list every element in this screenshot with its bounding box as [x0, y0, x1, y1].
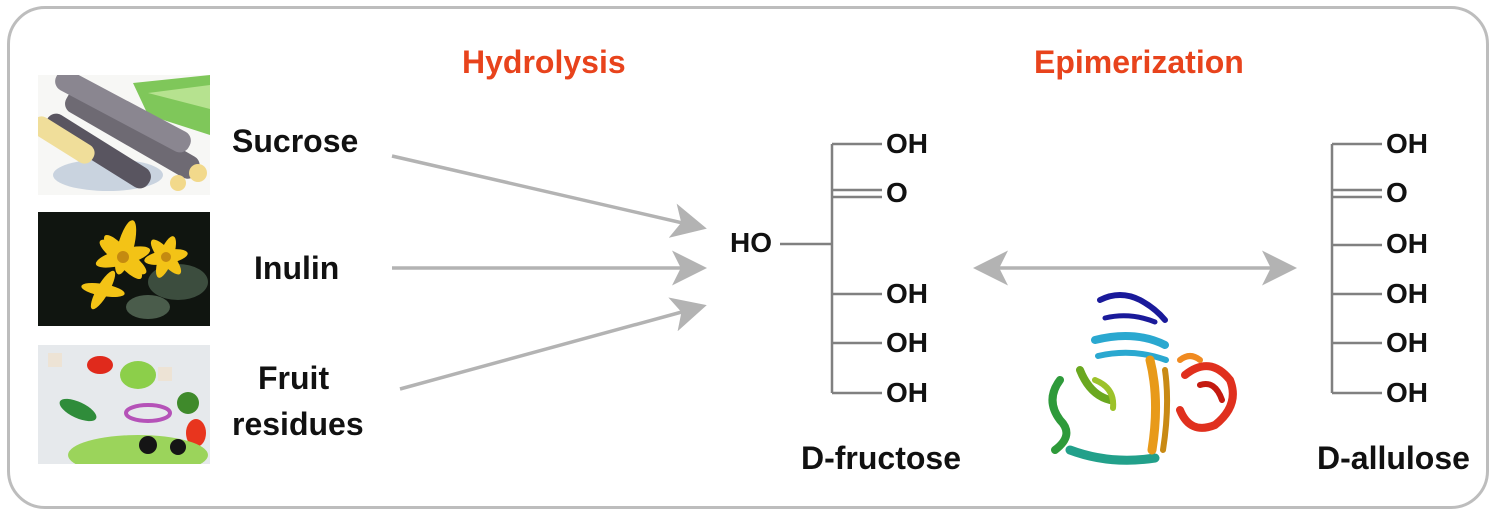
fructose-skeleton	[780, 142, 882, 395]
hydrolysis-label: Hydrolysis	[462, 44, 626, 80]
arrow-sucrose-to-fructose	[391, 154, 707, 238]
fructose-group-c5: OH	[886, 327, 928, 358]
allulose-group-c3: OH	[1386, 228, 1428, 259]
allulose-name: D-allulose	[1317, 440, 1470, 476]
allulose-skeleton	[1330, 142, 1382, 395]
sugarcane-illustration	[38, 75, 210, 191]
allulose-group-c2: O	[1386, 177, 1408, 208]
fructose-group-c1: OH	[886, 128, 928, 159]
source-label-residues: residues	[232, 406, 364, 442]
source-label-inulin: Inulin	[254, 250, 340, 286]
allulose-group-c5: OH	[1386, 327, 1428, 358]
salad-illustration	[38, 345, 210, 464]
jerusalem-artichoke-flower-photo	[38, 212, 210, 326]
arrow-fruit-to-fructose	[399, 297, 707, 391]
yellow-flowers-illustration	[38, 212, 210, 326]
epimerization-label: Epimerization	[1034, 44, 1244, 80]
fruit-vegetable-salad-photo	[38, 345, 210, 464]
fructose-group-c4: OH	[886, 278, 928, 309]
fructose-name: D-fructose	[801, 440, 962, 476]
source-label-fruit: Fruit	[258, 360, 330, 396]
sugarcane-photo	[38, 75, 210, 195]
source-label-sucrose: Sucrose	[232, 123, 359, 159]
allulose-group-c1: OH	[1386, 128, 1428, 159]
fructose-left-group: HO	[730, 227, 772, 258]
enzyme-protein-structure	[1048, 292, 1237, 465]
fructose-group-c2: O	[886, 177, 908, 208]
allulose-group-c6: OH	[1386, 377, 1428, 408]
allulose-group-c4: OH	[1386, 278, 1428, 309]
fructose-group-c6: OH	[886, 377, 928, 408]
